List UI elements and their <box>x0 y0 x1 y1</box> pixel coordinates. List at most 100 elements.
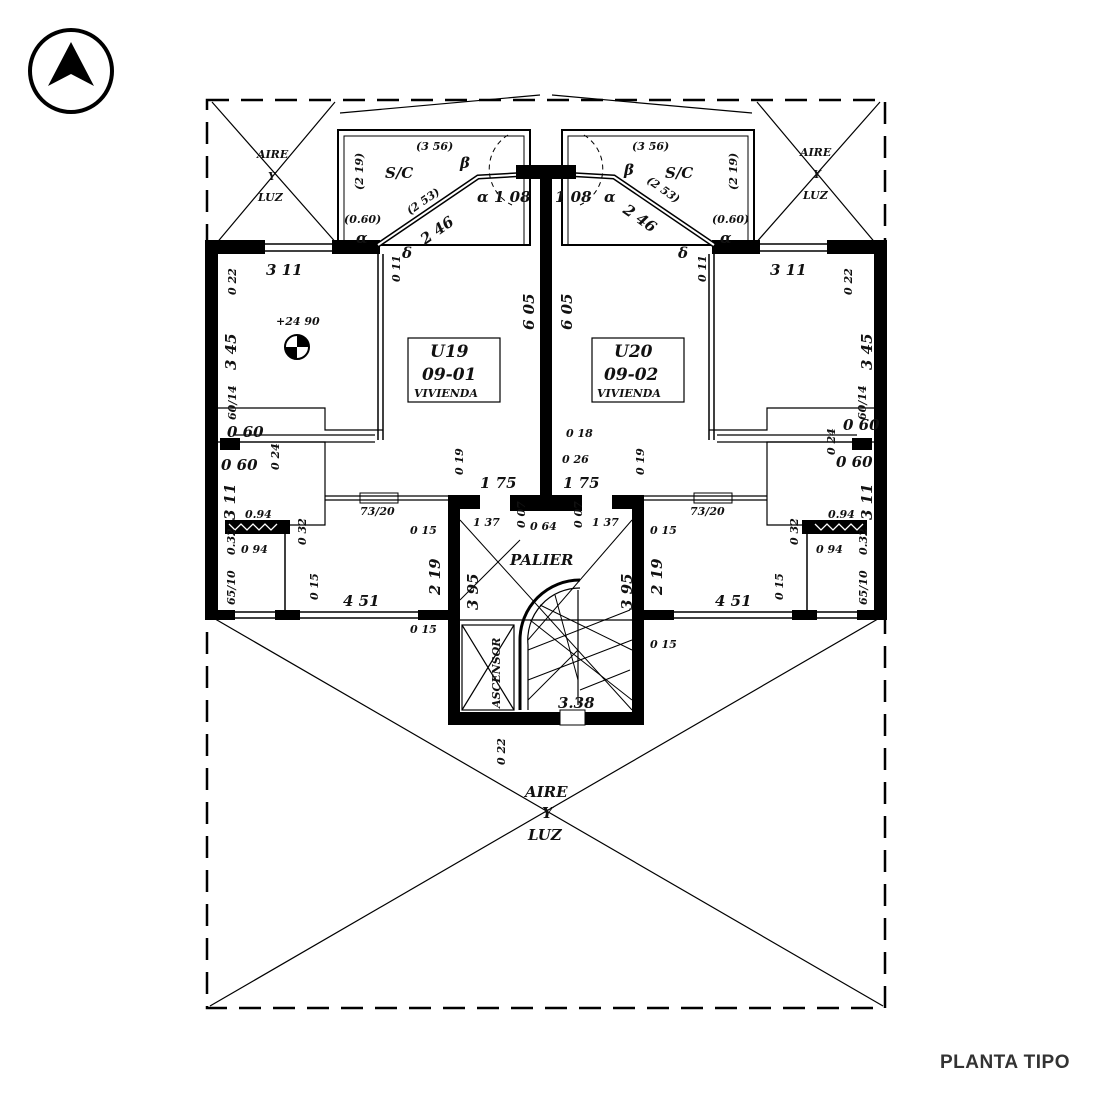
svg-text:73/20: 73/20 <box>690 505 725 518</box>
svg-text:1 08: 1 08 <box>494 188 531 206</box>
svg-text:(0.60): (0.60) <box>712 213 749 226</box>
svg-text:+24 90: +24 90 <box>276 315 320 328</box>
svg-text:0.94: 0.94 <box>245 508 272 521</box>
dimensions-right: 3 11 0 22 3 45 60/14 0 11 2 46 1 08 6 05… <box>555 188 880 651</box>
svg-text:4 51: 4 51 <box>715 592 752 610</box>
courtyard-label-top-right: AIRE Y LUZ <box>799 146 832 202</box>
svg-text:0 15: 0 15 <box>410 623 437 636</box>
balcony-right-labels: (3 56) S/C β (2 19) (2 53) (0.60) α α δ <box>604 140 749 262</box>
svg-text:65/10: 65/10 <box>225 570 238 605</box>
level-marker: +24 90 <box>276 315 320 360</box>
svg-text:0 94: 0 94 <box>241 543 268 556</box>
svg-text:S/C: S/C <box>385 164 413 182</box>
svg-text:LUZ: LUZ <box>257 191 284 204</box>
svg-text:(0.60): (0.60) <box>344 213 381 226</box>
svg-text:(3 56): (3 56) <box>632 140 669 153</box>
svg-text:09-02: 09-02 <box>604 365 659 385</box>
svg-text:δ: δ <box>401 244 412 262</box>
svg-text:0 19: 0 19 <box>634 448 647 475</box>
svg-text:0 15: 0 15 <box>308 573 321 600</box>
svg-text:3 11: 3 11 <box>770 261 807 279</box>
svg-text:0 07: 0 07 <box>572 501 585 528</box>
balcony-left-labels: (3 56) S/C β (2 19) (2 53) (0.60) α α δ <box>344 140 489 262</box>
svg-text:2 19: 2 19 <box>426 558 444 596</box>
svg-text:60/14: 60/14 <box>226 385 239 420</box>
svg-text:3 11: 3 11 <box>266 261 303 279</box>
dimensions-left: 3 11 0 22 3 45 60/14 0 11 2 46 1 08 6 05… <box>221 188 595 765</box>
svg-text:0 22: 0 22 <box>842 268 855 295</box>
courtyard-label-bottom: AIRE Y LUZ <box>523 783 568 844</box>
stair-and-elevator <box>459 519 633 711</box>
svg-text:0 07: 0 07 <box>515 501 528 528</box>
svg-text:β: β <box>459 154 470 172</box>
svg-text:α: α <box>477 188 489 206</box>
svg-text:0 18: 0 18 <box>566 427 593 440</box>
north-arrow-icon <box>28 28 114 114</box>
svg-text:0 60: 0 60 <box>836 453 873 471</box>
drawing-title: PLANTA TIPO <box>939 1052 1070 1073</box>
svg-text:6 05: 6 05 <box>558 293 576 330</box>
svg-text:0 64: 0 64 <box>530 520 557 533</box>
svg-text:3 11: 3 11 <box>221 483 239 520</box>
svg-text:1 08: 1 08 <box>555 188 592 206</box>
unit-label-u20: U20 09-02 VIVIENDA <box>591 337 685 403</box>
landing-label: PALIER <box>509 551 573 569</box>
svg-text:AIRE: AIRE <box>799 146 832 159</box>
svg-text:β: β <box>623 161 634 179</box>
svg-text:0.32: 0.32 <box>857 528 870 555</box>
svg-text:3 45: 3 45 <box>858 333 876 370</box>
svg-text:0 60: 0 60 <box>221 456 258 474</box>
svg-text:0 26: 0 26 <box>562 453 589 466</box>
svg-text:0 19: 0 19 <box>453 448 466 475</box>
svg-text:0.32: 0.32 <box>225 528 238 555</box>
svg-text:0 94: 0 94 <box>816 543 843 556</box>
svg-text:0 60: 0 60 <box>227 423 264 441</box>
svg-text:VIVIENDA: VIVIENDA <box>597 387 661 400</box>
svg-text:3 11: 3 11 <box>858 483 876 520</box>
svg-text:09-01: 09-01 <box>422 365 476 385</box>
svg-text:(2 19): (2 19) <box>727 153 740 190</box>
svg-text:AIRE: AIRE <box>523 783 568 801</box>
svg-text:Y: Y <box>813 168 822 181</box>
svg-text:U20: U20 <box>614 342 653 362</box>
svg-text:2 19: 2 19 <box>648 558 666 596</box>
svg-text:0 11: 0 11 <box>390 255 403 282</box>
svg-text:6 05: 6 05 <box>520 293 538 330</box>
unit-geometry <box>205 129 531 620</box>
elevator-label: ASCENSOR <box>490 638 503 709</box>
svg-text:60/14: 60/14 <box>856 385 869 420</box>
svg-text:0 60: 0 60 <box>843 416 880 434</box>
svg-text:1 75: 1 75 <box>563 474 600 492</box>
svg-text:0 15: 0 15 <box>773 573 786 600</box>
svg-text:Y: Y <box>268 170 277 183</box>
svg-text:α: α <box>604 188 616 206</box>
svg-text:0.94: 0.94 <box>828 508 855 521</box>
courtyard-label-top-left: AIRE Y LUZ <box>256 148 289 204</box>
svg-text:73/20: 73/20 <box>360 505 395 518</box>
svg-text:3 95: 3 95 <box>618 573 636 610</box>
svg-text:0 24: 0 24 <box>269 443 282 470</box>
svg-text:3 95: 3 95 <box>464 573 482 610</box>
svg-text:0 11: 0 11 <box>696 255 709 282</box>
svg-text:0 15: 0 15 <box>650 638 677 651</box>
svg-text:(3 56): (3 56) <box>416 140 453 153</box>
svg-text:0 32: 0 32 <box>296 518 309 545</box>
svg-text:U19: U19 <box>430 342 469 362</box>
svg-text:VIVIENDA: VIVIENDA <box>414 387 478 400</box>
svg-text:0 32: 0 32 <box>788 518 801 545</box>
svg-text:0 22: 0 22 <box>495 738 508 765</box>
svg-text:0 24: 0 24 <box>825 428 838 455</box>
svg-text:4 51: 4 51 <box>343 592 380 610</box>
svg-text:δ: δ <box>677 244 688 262</box>
svg-text:3.38: 3.38 <box>558 694 595 712</box>
svg-text:α: α <box>720 229 732 247</box>
unit-label-u19: U19 09-01 VIVIENDA <box>407 337 501 403</box>
svg-text:0 22: 0 22 <box>226 268 239 295</box>
svg-text:1 75: 1 75 <box>480 474 517 492</box>
svg-text:3 45: 3 45 <box>222 333 240 370</box>
svg-text:AIRE: AIRE <box>256 148 289 161</box>
svg-text:α: α <box>356 229 368 247</box>
svg-text:LUZ: LUZ <box>527 826 563 844</box>
svg-text:Y: Y <box>542 804 554 822</box>
